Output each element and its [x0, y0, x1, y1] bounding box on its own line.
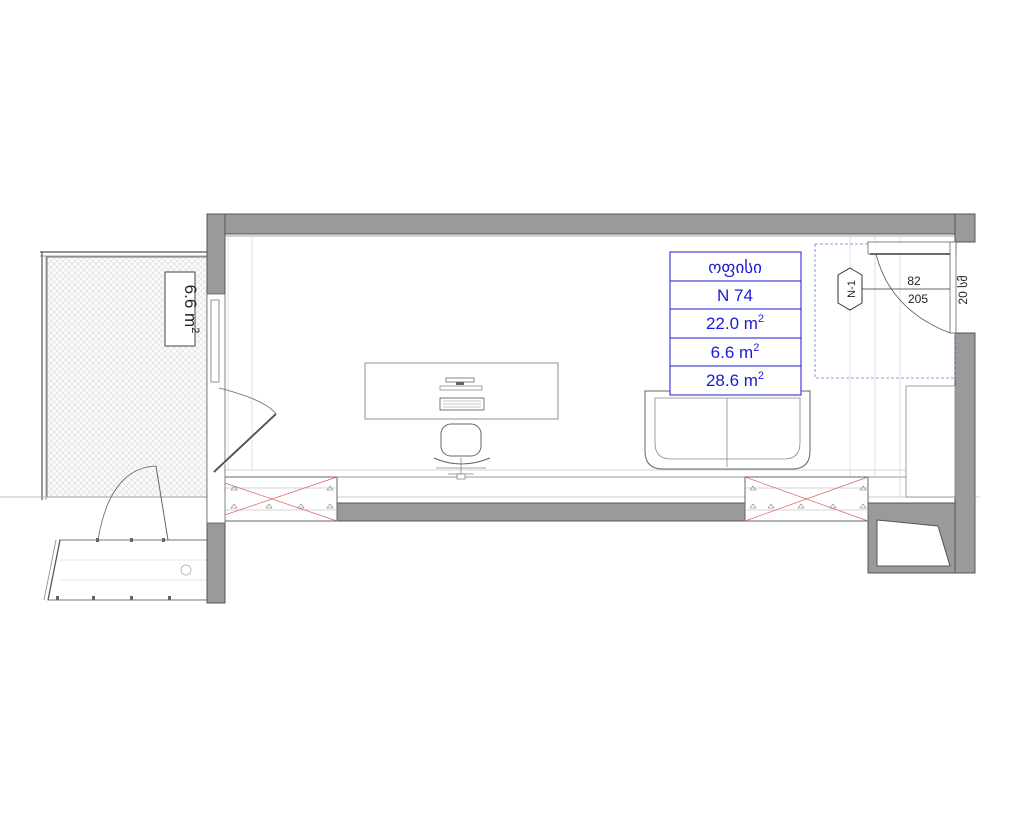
balcony-door-swing: [97, 465, 157, 541]
wall-left-upper: [206, 213, 226, 295]
wall-right-upper: [954, 213, 976, 243]
cabinet: [905, 385, 956, 498]
door-depth: 20 სმ: [956, 275, 970, 304]
wall-bottom: [336, 502, 746, 522]
room-number: N 74: [717, 286, 753, 305]
room-area-main: 22.0 m: [706, 314, 758, 333]
room-info-table: ოფისი N 74 22.0 m2 6.6 m2 28.6 m2: [669, 251, 802, 396]
wall-top: [206, 213, 976, 235]
furniture: [364, 362, 811, 480]
wall-left-lower: [206, 522, 226, 604]
room-name: ოფისი: [708, 258, 762, 278]
svg-text:28.6 m2: 28.6 m2: [706, 370, 764, 390]
balcony-door: [206, 293, 279, 524]
svg-text:6.6 m2: 6.6 m2: [181, 285, 201, 334]
wall-right-lower: [954, 332, 976, 574]
door-tag: N-1: [846, 280, 858, 298]
balcony-area-label: [164, 271, 196, 347]
drain-icon: [180, 564, 192, 576]
room-area-balcony: 6.6 m: [711, 343, 754, 362]
door-clearance-zone: [814, 243, 956, 379]
door-tag-hexagon: [837, 267, 863, 311]
door-height: 205: [908, 292, 928, 306]
chair-icon: [433, 423, 491, 480]
windows: [206, 476, 869, 522]
entrance-door: N-1 82 205 20 სმ: [814, 241, 970, 379]
balcony-lower-floor: [47, 539, 208, 601]
balcony: 6.6 m2: [0, 251, 208, 601]
balcony-area-text: 6.6 m: [181, 285, 200, 328]
room-area-total: 28.6 m: [706, 371, 758, 390]
door-leaf: [213, 413, 277, 473]
desk: [364, 362, 559, 420]
door-swing-arc: [875, 253, 951, 334]
balcony-area-sup: 2: [189, 327, 201, 333]
door-width: 82: [907, 274, 921, 288]
monitor-icon: [445, 377, 475, 383]
svg-text:6.6 m2: 6.6 m2: [711, 342, 760, 362]
door-swing-arc: [218, 387, 277, 415]
sofa-icon: [644, 390, 811, 470]
svg-text:22.0 m2: 22.0 m2: [706, 313, 764, 333]
walls: [206, 213, 980, 604]
